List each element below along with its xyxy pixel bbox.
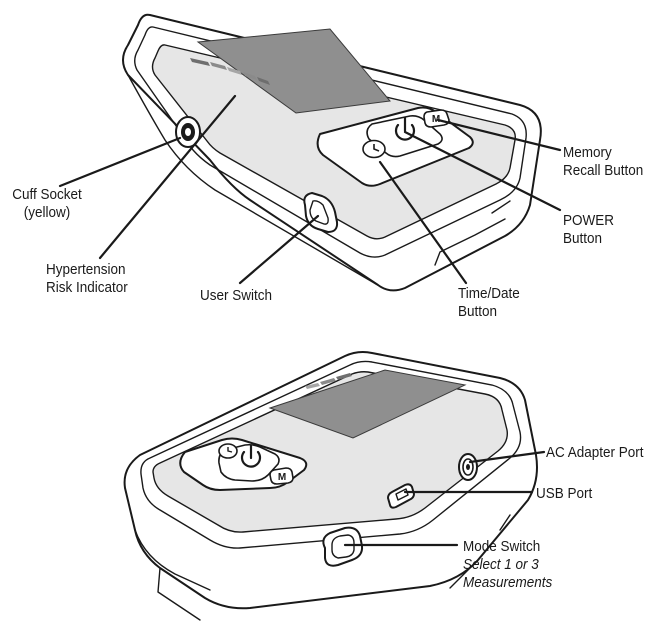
bottom-hypertension-indicator <box>305 373 352 389</box>
svg-text:M: M <box>432 114 440 125</box>
label-cuff-socket: Cuff Socket (yellow) <box>12 186 82 221</box>
top-memory-icon: M <box>423 109 450 128</box>
label-time-date-button: Time/Date Button <box>458 285 520 320</box>
bottom-device-screen <box>268 369 467 439</box>
top-device: M <box>122 13 542 292</box>
label-hypertension-risk-indicator: Hypertension Risk Indicator <box>46 261 128 296</box>
bottom-ac-adapter-port <box>458 453 478 481</box>
leader-lines <box>58 94 562 547</box>
bottom-power-icon <box>240 444 262 468</box>
top-device-screen <box>196 28 391 114</box>
bottom-usb-port <box>387 483 415 509</box>
label-usb-port: USB Port <box>536 485 593 502</box>
bottom-memory-icon: M <box>269 467 294 485</box>
label-memory-recall-button: Memory Recall Button <box>563 144 644 179</box>
label-ac-adapter-port: AC Adapter Port <box>546 444 644 461</box>
top-cuff-socket <box>175 116 201 148</box>
top-clock-icon <box>362 139 386 159</box>
label-power-button: POWER Button <box>563 212 615 247</box>
label-mode-switch: Mode Switch Select 1 or 3 Measurements <box>463 538 553 591</box>
bottom-clock-icon <box>218 443 238 459</box>
top-user-switch <box>303 192 339 233</box>
svg-text:M: M <box>278 472 286 483</box>
label-user-switch: User Switch <box>200 287 273 304</box>
top-hypertension-indicator <box>190 58 270 85</box>
top-power-icon <box>394 116 416 141</box>
